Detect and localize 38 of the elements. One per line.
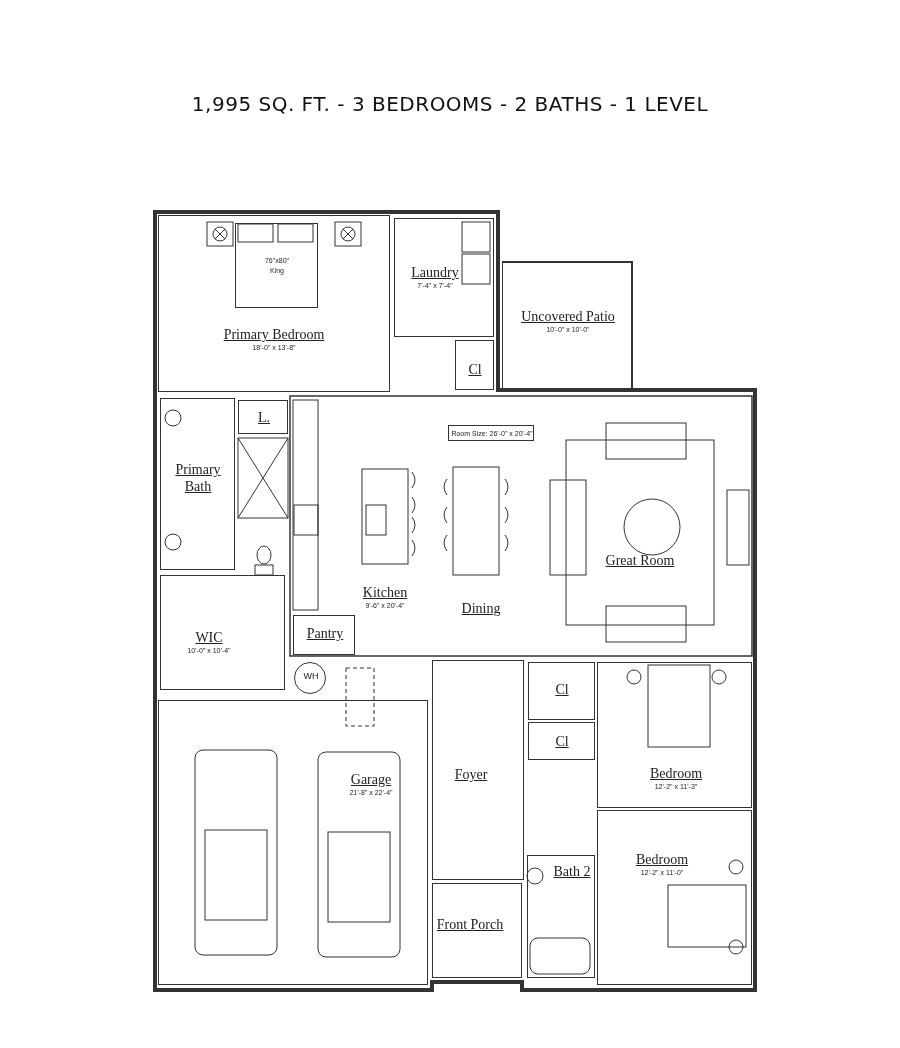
room-size-tag: [448, 425, 534, 441]
room-outline: [455, 340, 494, 390]
room-outline: [160, 398, 235, 570]
room-name: Great Room: [605, 552, 675, 569]
plan-subtitle: 1,995 SQ. FT. - 3 BEDROOMS - 2 BATHS - 1 LEVEL: [190, 92, 710, 116]
room-name: Pantry: [306, 625, 344, 642]
room-outline: [238, 400, 288, 434]
room-name: Front Porch: [436, 916, 504, 933]
room-outline: [394, 218, 494, 337]
room-outline: [597, 662, 752, 808]
room-name: Laundry: [411, 264, 459, 281]
room-name: L.: [257, 409, 271, 426]
room-outline: [432, 883, 522, 978]
room-name: Dining: [461, 600, 501, 617]
water-heater-label: WH: [303, 671, 319, 681]
room-outline: [158, 700, 428, 985]
room-name: Primary Bath: [174, 461, 222, 495]
room-name: Bedroom: [635, 851, 689, 868]
room-outline: [432, 660, 524, 880]
room-outline: [527, 855, 595, 978]
room-name: Foyer: [454, 766, 488, 783]
room-name: Cl: [468, 361, 482, 378]
room-name: Bedroom: [649, 765, 703, 782]
room-outline: [597, 810, 752, 985]
room-outline: [160, 575, 285, 690]
room-name: Garage: [349, 771, 393, 788]
room-outline: [293, 615, 355, 655]
room-name: Bath 2: [553, 863, 591, 880]
bed-outline: [235, 223, 318, 308]
room-name: Kitchen: [362, 584, 408, 601]
room-name: Uncovered Patio: [521, 308, 615, 325]
room-name: Primary Bedroom: [223, 326, 325, 343]
room-outline: [528, 722, 595, 760]
room-name: WIC: [194, 629, 224, 646]
room-outline: [158, 215, 390, 392]
room-outline: [528, 662, 595, 720]
room-name: Cl: [555, 681, 569, 698]
room-name: Cl: [555, 733, 569, 750]
